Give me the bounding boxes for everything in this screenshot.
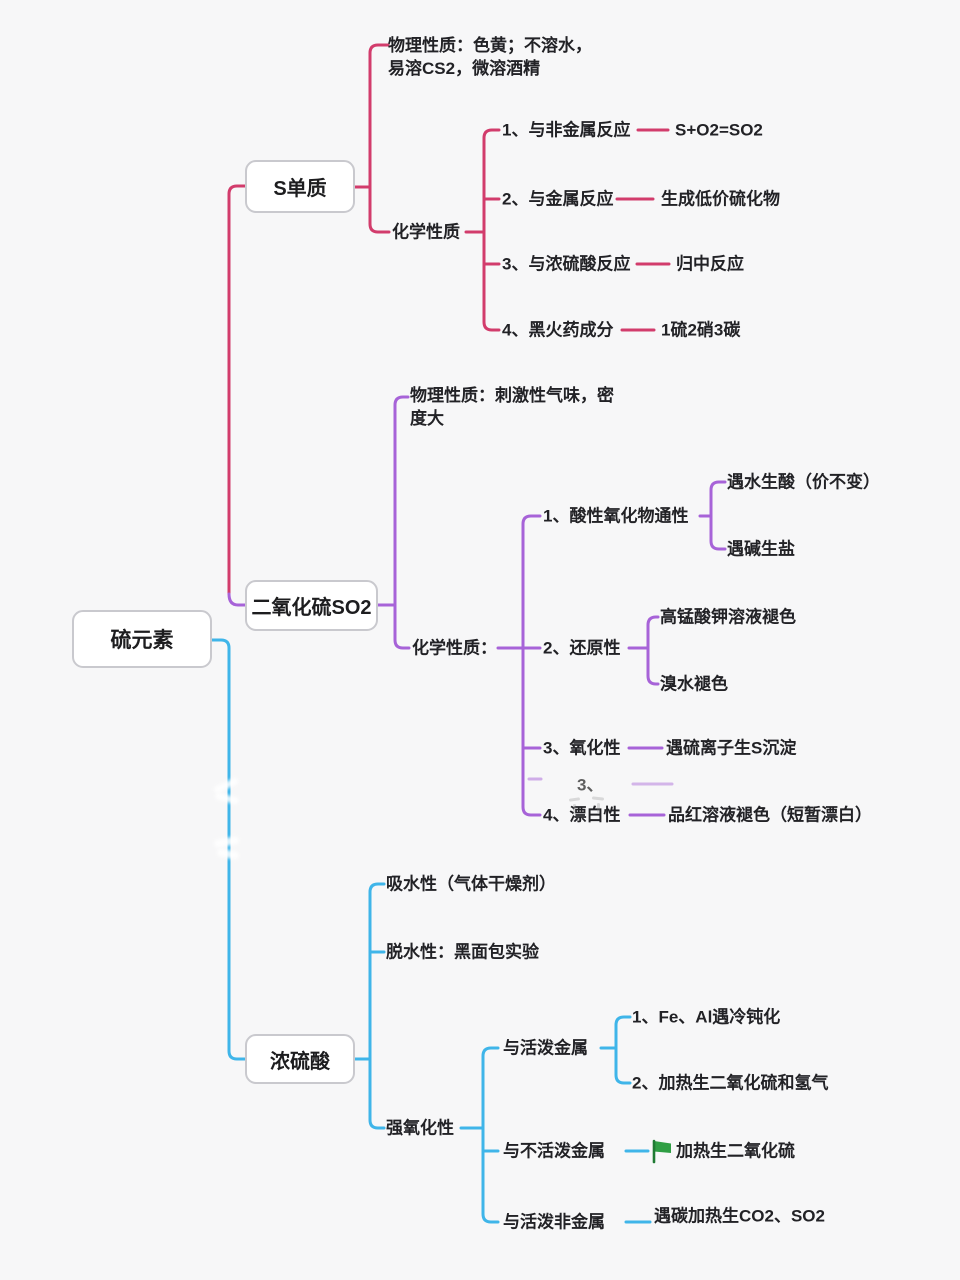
node-acid-oxidizing[interactable]: 强氧化性 [386,1118,454,1138]
node-so2-item-1-child-1[interactable]: 遇水生酸（价不变） [727,472,880,492]
node-acid-dehydrate[interactable]: 脱水性：黑面包实验 [386,942,539,962]
node-acid-item-1-child-2[interactable]: 2、加热生二氧化硫和氢气 [632,1073,829,1093]
node-so2[interactable]: 二氧化硫SO2 [245,580,378,631]
node-so2-physical[interactable]: 物理性质：刺激性气味，密 度大 [410,386,614,428]
node-so2-item-1-child-2[interactable]: 遇碱生盐 [727,539,795,559]
root-node-label: 硫元素 [110,629,174,652]
node-acid-item-3[interactable]: 与活泼非金属 [503,1212,605,1232]
ghost-stroke-artifact [573,804,576,814]
node-s-item-3[interactable]: 3、与浓硫酸反应 [502,254,631,274]
node-so2-item-3-value[interactable]: 遇硫离子生S沉淀 [666,738,797,758]
node-s-item-4[interactable]: 4、黑火药成分 [502,320,614,340]
node-so2-item-2[interactable]: 2、还原性 [543,638,621,658]
ghost-duplicate-label: 3、 [577,775,604,795]
node-acid-item-1-child-1[interactable]: 1、Fe、Al遇冷钝化 [632,1007,781,1027]
node-so2-item-2-child-2[interactable]: 溴水褪色 [660,674,728,694]
node-acid-absorb[interactable]: 吸水性（气体干燥剂） [386,874,556,894]
node-acid-item-3-value[interactable]: 遇碳加热生CO2、SO2 [654,1206,825,1226]
node-acid-item-1[interactable]: 与活泼金属 [503,1038,588,1058]
node-s-item-2-value[interactable]: 生成低价硫化物 [661,189,780,209]
node-s-element[interactable]: S单质 [245,160,355,213]
node-concentrated-acid-label: 浓硫酸 [270,1050,330,1073]
green-flag-icon [652,1139,671,1164]
node-acid-item-2-value[interactable]: 加热生二氧化硫 [676,1141,795,1161]
node-so2-item-1[interactable]: 1、酸性氧化物通性 [543,506,689,526]
node-so2-item-4-value[interactable]: 品红溶液褪色（短暂漂白） [668,805,872,825]
node-s-element-label: S单质 [273,178,327,200]
node-so2-item-4[interactable]: 4、漂白性 [543,805,621,825]
node-s-physical[interactable]: 物理性质：色黄；不溶水， 易溶CS2，微溶酒精 [388,36,592,78]
node-s-item-4-value[interactable]: 1硫2硝3碳 [661,320,741,340]
node-s-chemical[interactable]: 化学性质 [392,222,460,242]
node-concentrated-acid[interactable]: 浓硫酸 [245,1034,355,1084]
node-s-item-2[interactable]: 2、与金属反应 [502,189,614,209]
node-s-item-3-value[interactable]: 归中反应 [676,254,744,274]
node-s-item-1[interactable]: 1、与非金属反应 [502,120,631,140]
node-s-item-1-value[interactable]: S+O2=SO2 [675,120,763,140]
node-so2-label: 二氧化硫SO2 [251,597,372,619]
node-so2-item-2-child-1[interactable]: 高锰酸钾溶液褪色 [660,607,796,627]
root-node-sulfur[interactable]: 硫元素 [72,610,212,668]
node-so2-chemical[interactable]: 化学性质： [412,638,497,658]
ghost-stroke-artifact [597,803,600,813]
node-acid-item-2[interactable]: 与不活泼金属 [503,1141,605,1161]
node-so2-item-3[interactable]: 3、氧化性 [543,738,621,758]
